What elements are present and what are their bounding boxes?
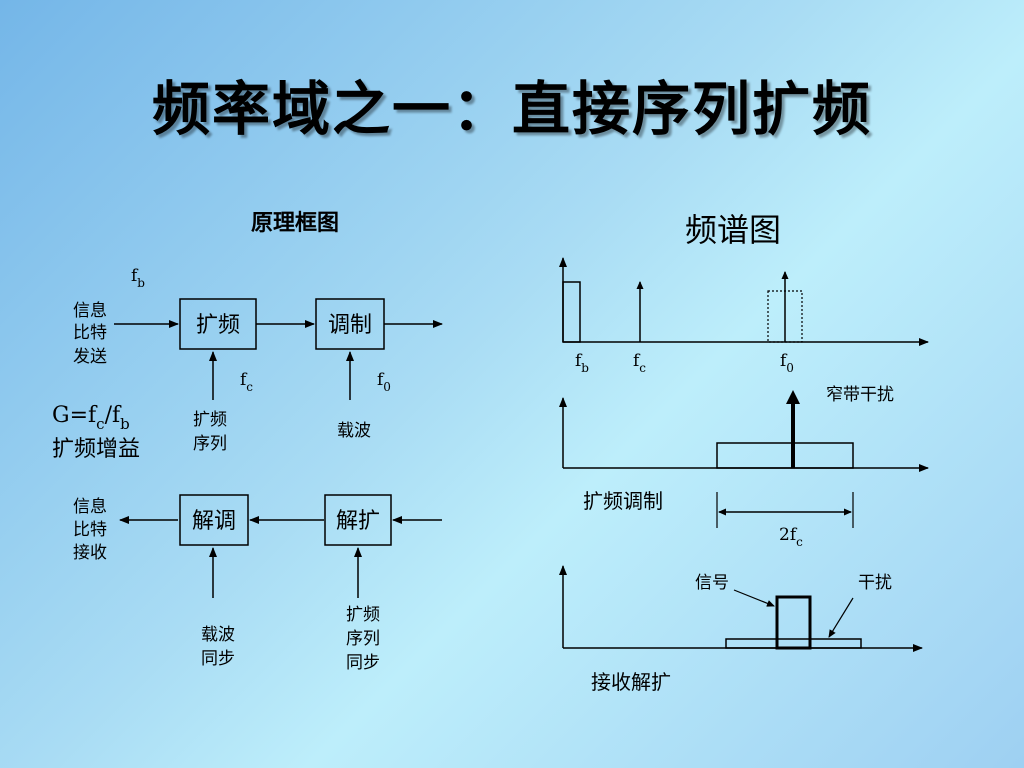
spread-seq-label-2: 序列 [193, 434, 227, 454]
tx-input-label-1: 信息 [73, 301, 107, 321]
rx-output-label-2: 比特 [73, 520, 107, 540]
tx-input-label-3: 发送 [73, 347, 107, 367]
plot2-interference-arrowhead [786, 390, 800, 404]
tx-chain: 信息 比特 发送 fb 扩频 调制 fc f0 扩频 序列 载波 [73, 266, 443, 454]
plot2-bw-label: 2fc [779, 525, 803, 549]
plot1-fb-label: fb [575, 351, 589, 375]
seq-sync-label-2: 序列 [346, 629, 380, 649]
despread-box-label: 解扩 [336, 509, 380, 534]
plot1-f0-label: f0 [780, 351, 794, 375]
spread-box-label: 扩频 [196, 313, 240, 338]
spectrum-plot-despread: 信号 干扰 接收解扩 [559, 565, 923, 694]
plot3-interference-label: 干扰 [858, 573, 892, 593]
demod-box [179, 494, 249, 546]
plot3-signal-label: 信号 [695, 573, 729, 593]
gain-formula: G=fc/fb 扩频增益 [52, 403, 140, 462]
plot2-spread-rect [716, 442, 854, 469]
spectrum-plot-baseband: fb fc f0 [559, 257, 929, 375]
plot1-baseband-rect [562, 281, 581, 343]
tx-fc-label: fc [240, 370, 253, 394]
block-diagram-heading: 原理框图 [251, 211, 339, 236]
plot3-caption: 接收解扩 [591, 670, 671, 694]
rx-chain: 信息 比特 接收 解调 解扩 载波 同步 扩频 序列 同步 [73, 494, 442, 673]
gain-formula-line1: G=fc/fb [52, 403, 130, 433]
plot2-interference-label: 窄带干扰 [826, 385, 894, 405]
plot3-signal-pointer [733, 589, 775, 607]
gain-formula-line2: 扩频增益 [52, 437, 140, 462]
plot3-signal-rect [775, 595, 812, 650]
demod-box-label: 解调 [192, 509, 236, 534]
carrier-sync-label-1: 载波 [201, 625, 235, 645]
rx-output-label-3: 接收 [73, 543, 107, 563]
rx-output-label-1: 信息 [73, 497, 107, 517]
plot3-interference-pointer [828, 597, 854, 638]
seq-sync-label-3: 同步 [346, 653, 380, 673]
spread-seq-label-1: 扩频 [193, 410, 227, 430]
plot1-fc-label: fc [633, 351, 646, 375]
despread-box [324, 494, 392, 546]
seq-sync-label-1: 扩频 [346, 605, 380, 625]
spectrum-heading: 频谱图 [685, 211, 781, 249]
carrier-sync-label-2: 同步 [201, 649, 235, 669]
tx-input-label-2: 比特 [73, 323, 107, 343]
tx-f0-label: f0 [377, 370, 391, 394]
tx-fb-label: fb [131, 266, 145, 290]
plot2-caption: 扩频调制 [583, 489, 663, 513]
spectrum-plot-spread: 窄带干扰 扩频调制 2fc [559, 385, 929, 549]
carrier-label: 载波 [337, 421, 371, 441]
mod-box-label: 调制 [328, 313, 372, 338]
slide-title: 频率域之一：直接序列扩频 [151, 75, 872, 143]
